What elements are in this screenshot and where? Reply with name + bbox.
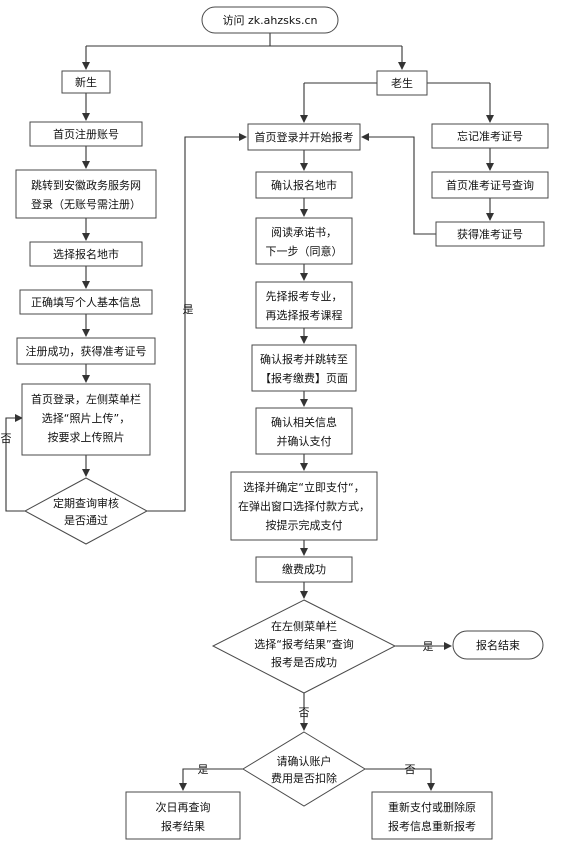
yes-label-d1: 是 bbox=[183, 303, 194, 316]
svg-text:再选择报考课程: 再选择报考课程 bbox=[266, 308, 343, 322]
svg-text:首页登录，左侧菜单栏: 首页登录，左侧菜单栏 bbox=[31, 392, 141, 406]
svg-text:登录（无账号需注册）: 登录（无账号需注册） bbox=[31, 197, 141, 211]
step-login-start-apply: 首页登录并开始报考 bbox=[247, 123, 361, 151]
svg-text:首页准考证号查询: 首页准考证号查询 bbox=[446, 178, 534, 192]
svg-text:注册成功，获得准考证号: 注册成功，获得准考证号 bbox=[26, 344, 147, 358]
svg-text:阅读承诺书，: 阅读承诺书， bbox=[271, 225, 337, 239]
svg-text:获得准考证号: 获得准考证号 bbox=[457, 228, 523, 241]
svg-text:选择并确定“立即支付“，: 选择并确定“立即支付“， bbox=[243, 480, 364, 494]
new-student-label: 新生 bbox=[75, 75, 97, 89]
svg-text:并确认支付: 并确认支付 bbox=[277, 434, 332, 448]
old-student-node: 老生 bbox=[376, 70, 428, 96]
svg-text:次日再查询: 次日再查询 bbox=[156, 800, 211, 814]
outcome-query-next-day: 次日再查询 报考结果 bbox=[125, 791, 241, 840]
no-label-d2: 否 bbox=[299, 706, 310, 719]
start-node: 访问 zk.ahzsks.cn bbox=[201, 6, 339, 34]
step-register-account: 首页注册账号 bbox=[29, 121, 143, 147]
start-label: 访问 zk.ahzsks.cn bbox=[223, 14, 318, 27]
svg-text:在弹出窗口选择付款方式，: 在弹出窗口选择付款方式， bbox=[238, 499, 370, 513]
svg-text:确认报名地市: 确认报名地市 bbox=[271, 178, 337, 192]
yes-label-d3: 是 bbox=[198, 763, 209, 776]
svg-text:报考是否成功: 报考是否成功 bbox=[271, 655, 337, 669]
svg-text:缴费成功: 缴费成功 bbox=[282, 562, 326, 576]
svg-text:选择报名地市: 选择报名地市 bbox=[53, 247, 119, 261]
step-read-pledge: 阅读承诺书， 下一步（同意） bbox=[255, 217, 353, 265]
svg-text:正确填写个人基本信息: 正确填写个人基本信息 bbox=[31, 295, 141, 309]
step-upload-photo: 首页登录，左侧菜单栏 选择“照片上传”， 按要求上传照片 bbox=[21, 383, 151, 456]
svg-text:是否通过: 是否通过 bbox=[64, 514, 108, 527]
svg-text:选择“照片上传”，: 选择“照片上传”， bbox=[42, 411, 130, 425]
decision-review-passed: 定期查询审核 是否通过 bbox=[23, 477, 149, 545]
svg-text:按要求上传照片: 按要求上传照片 bbox=[48, 430, 125, 444]
svg-text:报名结束: 报名结束 bbox=[476, 638, 520, 652]
new-student-node: 新生 bbox=[61, 70, 111, 94]
svg-text:确认报考并跳转至: 确认报考并跳转至 bbox=[260, 352, 348, 366]
svg-text:首页注册账号: 首页注册账号 bbox=[53, 127, 119, 141]
old-student-label: 老生 bbox=[391, 76, 413, 90]
svg-text:先择报考专业，: 先择报考专业， bbox=[266, 289, 343, 303]
step-payment-success: 缴费成功 bbox=[255, 556, 353, 583]
svg-text:报考结果: 报考结果 bbox=[161, 819, 205, 833]
step-select-major: 先择报考专业， 再选择报考课程 bbox=[255, 281, 353, 329]
step-get-ticket: 获得准考证号 bbox=[435, 221, 545, 247]
outcome-repay-or-reapply: 重新支付或删除原 报考信息重新报考 bbox=[371, 791, 493, 840]
edge-labels: 是 否 是 否 是 否 bbox=[1, 303, 434, 776]
svg-text:选择“报考结果”查询: 选择“报考结果”查询 bbox=[254, 637, 353, 651]
svg-text:首页登录并开始报考: 首页登录并开始报考 bbox=[255, 130, 354, 144]
step-pay-now: 选择并确定“立即支付“， 在弹出窗口选择付款方式， 按提示完成支付 bbox=[230, 471, 378, 541]
decision-fee-deducted: 请确认账户 费用是否扣除 bbox=[242, 731, 366, 807]
step-fill-info: 正确填写个人基本信息 bbox=[19, 289, 153, 315]
svg-text:忘记准考证号: 忘记准考证号 bbox=[457, 129, 523, 143]
yes-label-d2: 是 bbox=[423, 640, 434, 653]
svg-text:确认相关信息: 确认相关信息 bbox=[271, 415, 337, 429]
step-confirm-city: 确认报名地市 bbox=[255, 171, 353, 199]
step-register-success: 注册成功，获得准考证号 bbox=[16, 337, 156, 365]
svg-text:费用是否扣除: 费用是否扣除 bbox=[271, 771, 337, 785]
no-label-d3: 否 bbox=[405, 763, 416, 776]
end-node: 报名结束 bbox=[452, 630, 544, 660]
no-label-d1: 否 bbox=[1, 432, 12, 445]
svg-text:报考信息重新报考: 报考信息重新报考 bbox=[388, 819, 476, 833]
svg-text:下一步（同意）: 下一步（同意） bbox=[266, 244, 343, 258]
step-gov-login: 跳转到安徽政务服务网 登录（无账号需注册） bbox=[15, 169, 157, 219]
step-forgot-ticket: 忘记准考证号 bbox=[431, 123, 549, 149]
step-query-ticket: 首页准考证号查询 bbox=[431, 171, 549, 199]
svg-text:在左侧菜单栏: 在左侧菜单栏 bbox=[271, 619, 337, 633]
decision-apply-success: 在左侧菜单栏 选择“报考结果”查询 报考是否成功 bbox=[211, 599, 397, 694]
svg-text:跳转到安徽政务服务网: 跳转到安徽政务服务网 bbox=[31, 178, 141, 192]
svg-text:定期查询审核: 定期查询审核 bbox=[53, 496, 119, 510]
svg-text:请确认账户: 请确认账户 bbox=[277, 754, 332, 768]
svg-text:【报考缴费】页面: 【报考缴费】页面 bbox=[260, 371, 348, 385]
svg-text:按提示完成支付: 按提示完成支付 bbox=[266, 518, 343, 532]
step-confirm-jump-payment: 确认报考并跳转至 【报考缴费】页面 bbox=[251, 344, 357, 392]
step-select-city-new: 选择报名地市 bbox=[29, 241, 143, 267]
step-confirm-info-pay: 确认相关信息 并确认支付 bbox=[255, 407, 353, 455]
svg-text:重新支付或删除原: 重新支付或删除原 bbox=[388, 800, 476, 814]
